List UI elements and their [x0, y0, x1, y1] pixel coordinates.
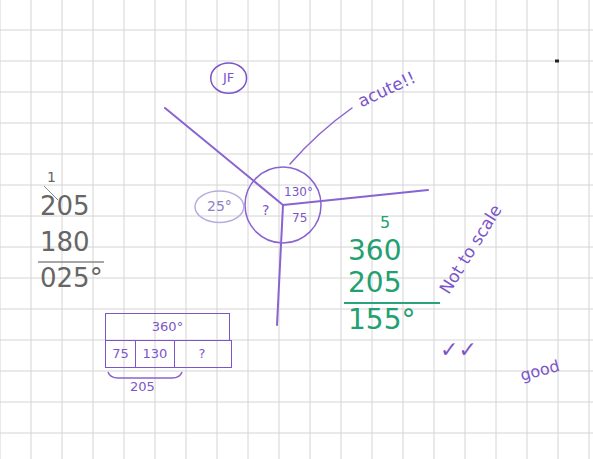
angle-rays	[165, 108, 428, 325]
angle-value: 75	[292, 212, 307, 225]
node-text: 360°	[152, 320, 183, 334]
circled-angle: 25°	[194, 190, 245, 223]
bar-model-whole: 360°	[105, 313, 230, 341]
node-text: 75	[112, 347, 129, 361]
node-text: 25°	[207, 199, 232, 214]
bar-model-part: 130	[136, 340, 175, 368]
subtraction-row: 205	[40, 192, 90, 221]
subtraction-answer: 155°	[348, 305, 415, 336]
subtraction-answer: 025°	[40, 264, 103, 293]
bar-model-part: ?	[174, 340, 232, 368]
node-text: 130	[143, 347, 168, 361]
subtraction-row: 360	[348, 236, 401, 267]
angle-value: 130°	[284, 186, 313, 199]
node-text: JF	[223, 71, 234, 85]
bar-model-part: 75	[105, 340, 136, 368]
node-text: ?	[199, 347, 206, 361]
tick-marks: ✓✓	[440, 338, 477, 362]
subtraction-rule-right	[344, 302, 440, 304]
subtraction-rule-left	[38, 186, 104, 262]
teacher-comment: good	[518, 357, 561, 384]
bar-bracket	[108, 372, 182, 378]
unknown-angle: ?	[262, 203, 269, 218]
carry-digit: 1	[47, 170, 56, 185]
pen-dot	[555, 60, 559, 63]
carry-digit: 5	[380, 214, 390, 232]
subtraction-row: 180	[40, 228, 90, 257]
circled-initials: JF	[210, 62, 247, 94]
subtraction-row: 205	[348, 268, 401, 299]
bracket-total: 205	[130, 380, 155, 394]
callout-note: acute!!	[355, 68, 418, 111]
